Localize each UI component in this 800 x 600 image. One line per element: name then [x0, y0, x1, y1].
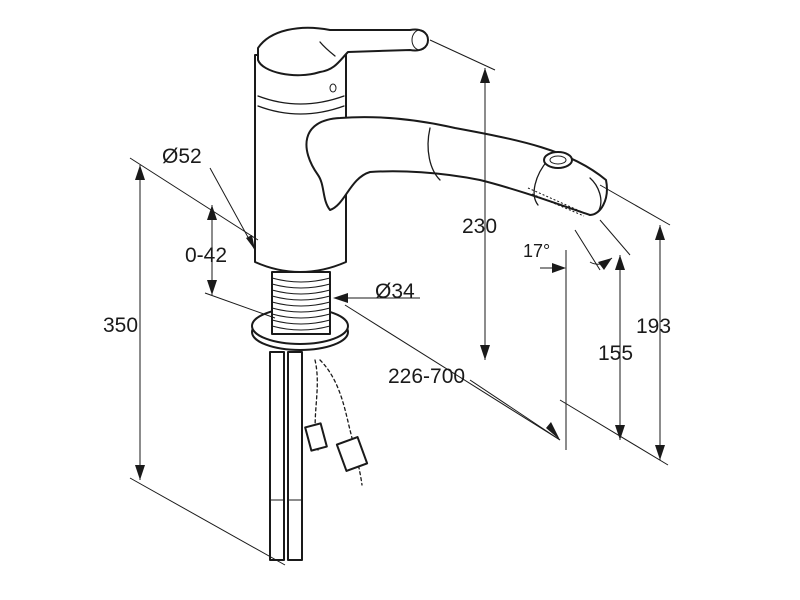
label-reach: 226-700 — [388, 365, 465, 388]
label-angle: 17° — [523, 241, 550, 261]
supply-hoses — [269, 351, 369, 561]
label-height-adjust: 0-42 — [185, 244, 227, 267]
faucet-illustration — [251, 26, 608, 561]
dimension-labels: Ø52 0-42 350 Ø34 230 226-700 17° 193 155 — [103, 145, 671, 388]
label-diameter-top: Ø52 — [162, 145, 202, 168]
label-spout-height: 230 — [462, 215, 497, 238]
threaded-shank — [271, 271, 331, 335]
label-total-height: 350 — [103, 314, 138, 337]
hose-right — [287, 351, 303, 561]
label-diameter-thread: Ø34 — [375, 280, 415, 303]
dim-extension-o52 — [129, 157, 259, 241]
spray-button — [543, 151, 573, 169]
dim-line-reach — [344, 304, 561, 441]
hose-weight — [335, 436, 369, 472]
dimension-lines — [129, 39, 671, 566]
label-spray-height: 193 — [636, 315, 671, 338]
spout — [305, 116, 608, 216]
faucet-body — [254, 54, 347, 273]
label-outlet-height: 155 — [598, 342, 633, 365]
hose-left — [269, 351, 285, 561]
hose-connector — [304, 422, 328, 452]
lever-handle — [257, 26, 429, 77]
